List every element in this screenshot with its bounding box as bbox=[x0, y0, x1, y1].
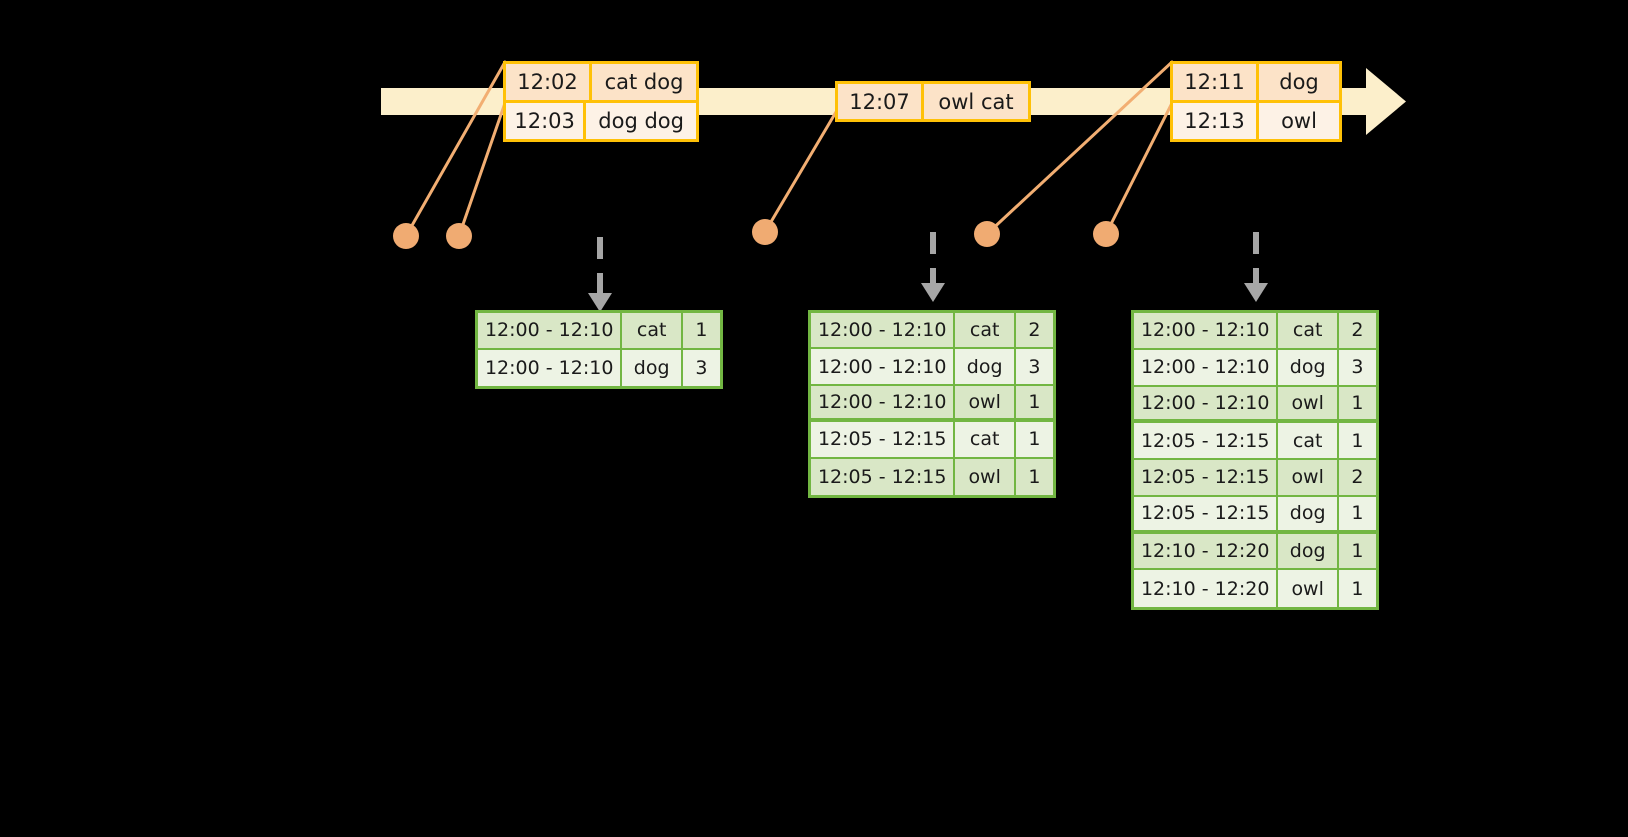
connector-dots bbox=[393, 219, 1119, 249]
cell-window: 12:05 - 12:15 bbox=[1134, 423, 1279, 459]
connector-line-1 bbox=[404, 60, 507, 238]
cell-word: owl bbox=[1278, 570, 1339, 608]
cell-word: cat bbox=[955, 422, 1016, 457]
cell-count: 3 bbox=[1028, 355, 1041, 378]
event-time: 12:07 bbox=[838, 84, 924, 119]
event-group-1: 12:02 cat dog 12:03 dog dog bbox=[503, 61, 699, 142]
event-row: 12:11 dog bbox=[1173, 64, 1339, 100]
result-table-3: 12:00 - 12:10 cat 2 12:00 - 12:10 dog 3 … bbox=[1131, 310, 1379, 610]
cell-count: 1 bbox=[1028, 465, 1041, 488]
table-row: 12:00 - 12:10 dog 3 bbox=[1134, 349, 1376, 387]
table-row: 12:05 - 12:15 cat 1 bbox=[1134, 423, 1376, 461]
dashed-arrows bbox=[588, 232, 1268, 312]
connector-dot-5 bbox=[1093, 221, 1119, 247]
cell-window: 12:00 - 12:10 bbox=[811, 313, 956, 348]
cell-word: cat bbox=[1278, 423, 1339, 459]
connector-dot-3 bbox=[752, 219, 778, 245]
cell-window: 12:10 - 12:20 bbox=[1134, 533, 1279, 569]
event-words: owl bbox=[1281, 109, 1317, 133]
dashed-arrow-3 bbox=[1244, 232, 1268, 302]
event-row: 12:02 cat dog bbox=[506, 64, 696, 100]
cell-window: 12:00 - 12:10 bbox=[1134, 386, 1279, 420]
cell-word: dog bbox=[1278, 496, 1339, 530]
connector-line-2 bbox=[457, 101, 507, 238]
cell-word: cat bbox=[622, 313, 683, 348]
event-time: 12:11 bbox=[1173, 64, 1259, 100]
table-row: 12:00 - 12:10 owl 1 bbox=[1134, 386, 1376, 424]
cell-window: 12:05 - 12:15 bbox=[811, 422, 956, 457]
cell-window: 12:05 - 12:15 bbox=[1134, 496, 1279, 530]
connector-line-3 bbox=[763, 110, 838, 234]
cell-count: 2 bbox=[1028, 319, 1041, 342]
cell-count: 1 bbox=[1351, 577, 1364, 600]
table-row: 12:00 - 12:10 cat 2 bbox=[1134, 313, 1376, 350]
cell-count: 1 bbox=[695, 319, 708, 342]
cell-window: 12:05 - 12:15 bbox=[1134, 460, 1279, 495]
event-time: 12:13 bbox=[1173, 103, 1259, 139]
event-group-2: 12:07 owl cat bbox=[835, 81, 1031, 122]
cell-count: 3 bbox=[1351, 356, 1364, 379]
cell-window: 12:00 - 12:10 bbox=[811, 349, 956, 384]
cell-count: 1 bbox=[1351, 539, 1364, 562]
cell-count: 2 bbox=[1351, 466, 1364, 489]
table-row: 12:10 - 12:20 owl 1 bbox=[1134, 570, 1376, 608]
result-table-2: 12:00 - 12:10 cat 2 12:00 - 12:10 dog 3 … bbox=[808, 310, 1056, 498]
cell-word: owl bbox=[1278, 386, 1339, 420]
event-words: dog dog bbox=[598, 109, 684, 133]
cell-window: 12:00 - 12:10 bbox=[1134, 313, 1279, 348]
cell-count: 1 bbox=[1028, 428, 1041, 451]
cell-word: dog bbox=[1278, 533, 1339, 569]
dashed-arrow-1 bbox=[588, 237, 612, 312]
event-words: cat dog bbox=[604, 70, 684, 94]
table-row: 12:05 - 12:15 dog 1 bbox=[1134, 496, 1376, 534]
cell-word: owl bbox=[1278, 460, 1339, 495]
event-row: 12:03 dog dog bbox=[506, 100, 696, 139]
connector-line-5 bbox=[1104, 101, 1174, 236]
table-row: 12:05 - 12:15 cat 1 bbox=[811, 422, 1053, 459]
connector-dot-4 bbox=[974, 221, 1000, 247]
cell-word: owl bbox=[955, 458, 1016, 496]
cell-count: 1 bbox=[1351, 429, 1364, 452]
table-row: 12:05 - 12:15 owl 1 bbox=[811, 458, 1053, 496]
connector-dot-1 bbox=[393, 223, 419, 249]
table-row: 12:00 - 12:10 cat 1 bbox=[478, 313, 720, 350]
cell-count: 1 bbox=[1028, 391, 1041, 414]
cell-count: 1 bbox=[1351, 391, 1364, 414]
event-time: 12:03 bbox=[506, 103, 587, 139]
cell-window: 12:00 - 12:10 bbox=[1134, 349, 1279, 385]
table-row: 12:00 - 12:10 dog 3 bbox=[811, 349, 1053, 386]
table-row: 12:05 - 12:15 owl 2 bbox=[1134, 460, 1376, 497]
event-group-3: 12:11 dog 12:13 owl bbox=[1170, 61, 1342, 142]
connector-dot-2 bbox=[446, 223, 472, 249]
cell-window: 12:05 - 12:15 bbox=[811, 458, 956, 496]
table-row: 12:00 - 12:10 dog 3 bbox=[478, 349, 720, 386]
cell-count: 2 bbox=[1351, 319, 1364, 342]
table-row: 12:00 - 12:10 cat 2 bbox=[811, 313, 1053, 350]
cell-count: 1 bbox=[1351, 502, 1364, 525]
event-row: 12:07 owl cat bbox=[838, 84, 1028, 119]
cell-window: 12:00 - 12:10 bbox=[478, 313, 623, 348]
cell-word: cat bbox=[1278, 313, 1339, 348]
event-words: owl cat bbox=[938, 89, 1014, 114]
cell-word: owl bbox=[955, 385, 1016, 419]
table-row: 12:00 - 12:10 owl 1 bbox=[811, 385, 1053, 423]
event-row: 12:13 owl bbox=[1173, 100, 1339, 139]
cell-word: dog bbox=[955, 349, 1016, 384]
result-table-1: 12:00 - 12:10 cat 1 12:00 - 12:10 dog 3 bbox=[475, 310, 723, 389]
dashed-arrow-2 bbox=[921, 232, 945, 302]
cell-window: 12:10 - 12:20 bbox=[1134, 570, 1279, 608]
table-row: 12:10 - 12:20 dog 1 bbox=[1134, 533, 1376, 571]
event-words: dog bbox=[1279, 70, 1319, 94]
cell-window: 12:00 - 12:10 bbox=[478, 349, 623, 386]
cell-word: dog bbox=[1278, 349, 1339, 385]
cell-word: cat bbox=[955, 313, 1016, 348]
cell-word: dog bbox=[622, 349, 683, 386]
event-time: 12:02 bbox=[506, 64, 592, 100]
cell-window: 12:00 - 12:10 bbox=[811, 385, 956, 419]
cell-count: 3 bbox=[695, 356, 708, 379]
